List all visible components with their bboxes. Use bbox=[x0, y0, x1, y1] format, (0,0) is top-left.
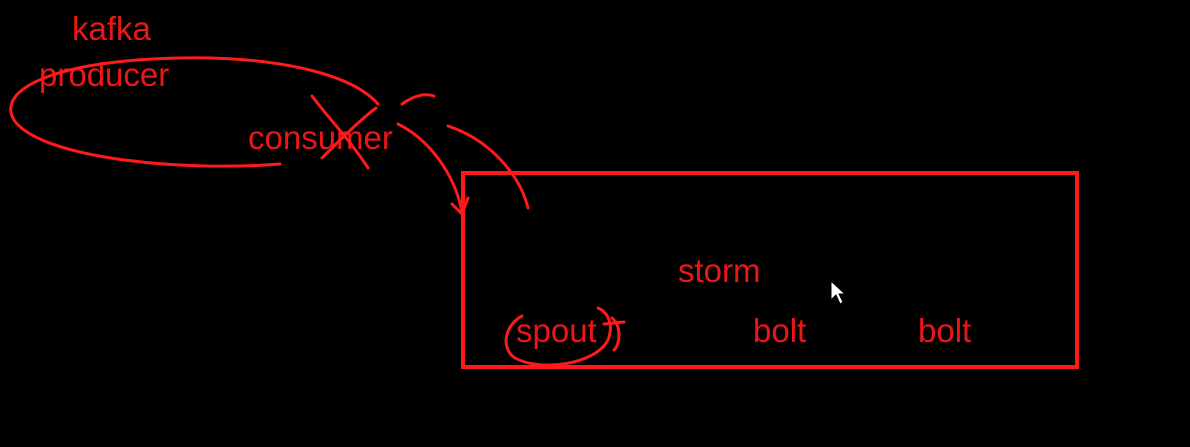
bolt-label-1: bolt bbox=[753, 312, 807, 349]
flow-curve bbox=[446, 124, 530, 210]
spout-scribble bbox=[602, 316, 626, 352]
spout-label: spout bbox=[516, 312, 597, 349]
producer-label: producer bbox=[39, 56, 170, 93]
flow-arrow-head bbox=[450, 196, 470, 216]
consumer-label: consumer bbox=[248, 119, 393, 156]
flow-arrow bbox=[396, 93, 464, 214]
mouse-pointer-icon bbox=[830, 280, 846, 305]
storm-label: storm bbox=[678, 252, 761, 289]
bolt-label-2: bolt bbox=[918, 312, 972, 349]
kafka-label: kafka bbox=[72, 10, 151, 47]
